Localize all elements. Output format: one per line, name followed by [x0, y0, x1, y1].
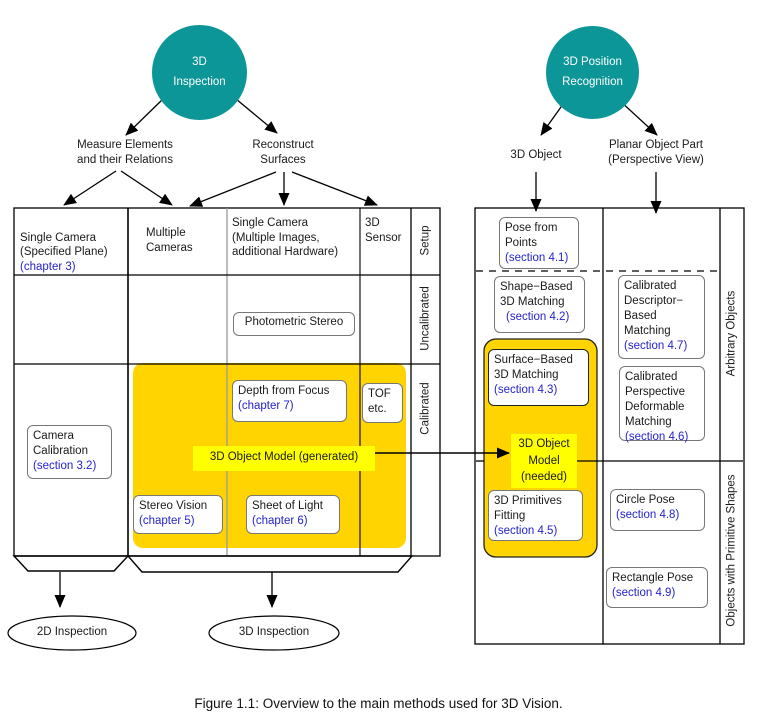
box-depth-from-focus: Depth from Focus (chapter 7) — [232, 380, 347, 422]
chapter-3-link[interactable]: (chapter 3) — [20, 261, 76, 274]
row-label-objects-primitive-shapes: Objects with Primitive Shapes — [725, 474, 738, 627]
section-4-3-link[interactable]: (section 4.3) — [494, 383, 558, 396]
section-3-2-link[interactable]: (section 3.2) — [33, 459, 97, 472]
label-3d-object-model-needed: 3D Object Model (needed) — [511, 436, 577, 487]
box-tof: TOF etc. — [362, 383, 403, 423]
branch-measure-elements: Measure Elements and their Relations — [77, 139, 173, 166]
chapter-7-link[interactable]: (chapter 7) — [238, 399, 294, 412]
output-funnels — [12, 555, 414, 573]
col-header-multiple-cameras: Multiple Cameras — [146, 227, 193, 254]
box-pose-from-points: Pose from Points (section 4.1) — [499, 217, 579, 269]
box-circle-pose: Circle Pose (section 4.8) — [610, 489, 705, 531]
row-label-calibrated: Calibrated — [419, 382, 432, 435]
box-depth-from-focus-title: Depth from Focus — [238, 385, 330, 397]
box-photometric-stereo-title: Photometric Stereo — [244, 316, 344, 328]
branch-reconstruct-surfaces: Reconstruct Surfaces — [252, 139, 314, 166]
box-shape-based-title: Shape−Based 3D Matching — [500, 281, 573, 308]
box-camera-calibration-title: Camera Calibration — [33, 430, 88, 457]
chapter-6-link[interactable]: (chapter 6) — [252, 514, 308, 527]
row-label-arbitrary-objects: Arbitrary Objects — [725, 290, 738, 377]
output-3d-inspection: 3D Inspection — [238, 626, 310, 638]
box-surface-based-3d-matching: Surface−Based 3D Matching (section 4.3) — [488, 349, 589, 406]
label-3d-object-model-generated: 3D Object Model (generated) — [193, 449, 375, 466]
box-camera-calibration: Camera Calibration (section 3.2) — [27, 425, 112, 479]
branch-planar-object-part: Planar Object Part (Perspective View) — [608, 139, 704, 166]
box-calibrated-perspective-deformable: Calibrated Perspective Deformable Matchi… — [619, 366, 705, 443]
section-4-6-link[interactable]: (section 4.6) — [625, 430, 689, 443]
right-table-grid — [474, 207, 745, 645]
box-rectangle-pose: Rectangle Pose (section 4.9) — [606, 567, 708, 608]
box-sheet-of-light-title: Sheet of Light — [252, 500, 323, 512]
left-table-grid — [13, 207, 441, 557]
section-4-2-link[interactable]: (section 4.2) — [506, 310, 570, 323]
box-rectangle-pose-title: Rectangle Pose — [612, 572, 694, 584]
output-2d-inspection: 2D Inspection — [36, 626, 108, 638]
node-3d-position-recognition-label: 3D Position Recognition — [562, 55, 623, 88]
box-shape-based-3d-matching: Shape−Based 3D Matching (section 4.2) — [494, 276, 585, 333]
box-sheet-of-light: Sheet of Light (chapter 6) — [246, 495, 340, 534]
box-calibrated-descriptor-matching: Calibrated Descriptor− Based Matching (s… — [618, 275, 705, 359]
col-header-single-camera-multi: Single Camera (Multiple Images, addition… — [232, 217, 339, 259]
node-3d-inspection: 3D Inspection — [152, 25, 247, 120]
node-3d-position-recognition: 3D Position Recognition — [546, 26, 639, 119]
node-3d-inspection-label: 3D Inspection — [173, 55, 226, 88]
box-circle-pose-title: Circle Pose — [616, 494, 675, 506]
section-4-9-link[interactable]: (section 4.9) — [612, 586, 676, 599]
chapter-5-link[interactable]: (chapter 5) — [139, 514, 195, 527]
output-ellipses — [7, 615, 340, 651]
box-deformable-title: Calibrated Perspective Deformable Matchi… — [625, 371, 686, 428]
branch-3d-object: 3D Object — [510, 149, 562, 161]
box-stereo-vision-title: Stereo Vision — [139, 500, 208, 512]
flow-arrows — [54, 98, 662, 608]
section-4-8-link[interactable]: (section 4.8) — [616, 508, 680, 521]
section-4-1-link[interactable]: (section 4.1) — [505, 251, 569, 264]
box-tof-title: TOF etc. — [368, 388, 391, 415]
col-header-single-camera: Single Camera (Specified Plane) (chapter… — [20, 216, 126, 290]
section-4-7-link[interactable]: (section 4.7) — [624, 339, 688, 352]
box-surface-based-title: Surface−Based 3D Matching — [494, 354, 573, 381]
section-4-5-link[interactable]: (section 4.5) — [494, 524, 558, 537]
box-pose-from-points-title: Pose from Points — [505, 222, 558, 249]
box-descriptor-title: Calibrated Descriptor− Based Matching — [624, 280, 684, 337]
box-primitives-title: 3D Primitives Fitting — [494, 495, 562, 522]
box-photometric-stereo: Photometric Stereo — [233, 312, 355, 336]
box-3d-primitives-fitting: 3D Primitives Fitting (section 4.5) — [488, 490, 583, 541]
col-header-single-camera-title: Single Camera (Specified Plane) — [20, 231, 108, 259]
box-stereo-vision: Stereo Vision (chapter 5) — [133, 495, 223, 534]
col-header-3d-sensor: 3D Sensor — [365, 217, 402, 244]
figure-caption: Figure 1.1: Overview to the main methods… — [194, 696, 563, 711]
